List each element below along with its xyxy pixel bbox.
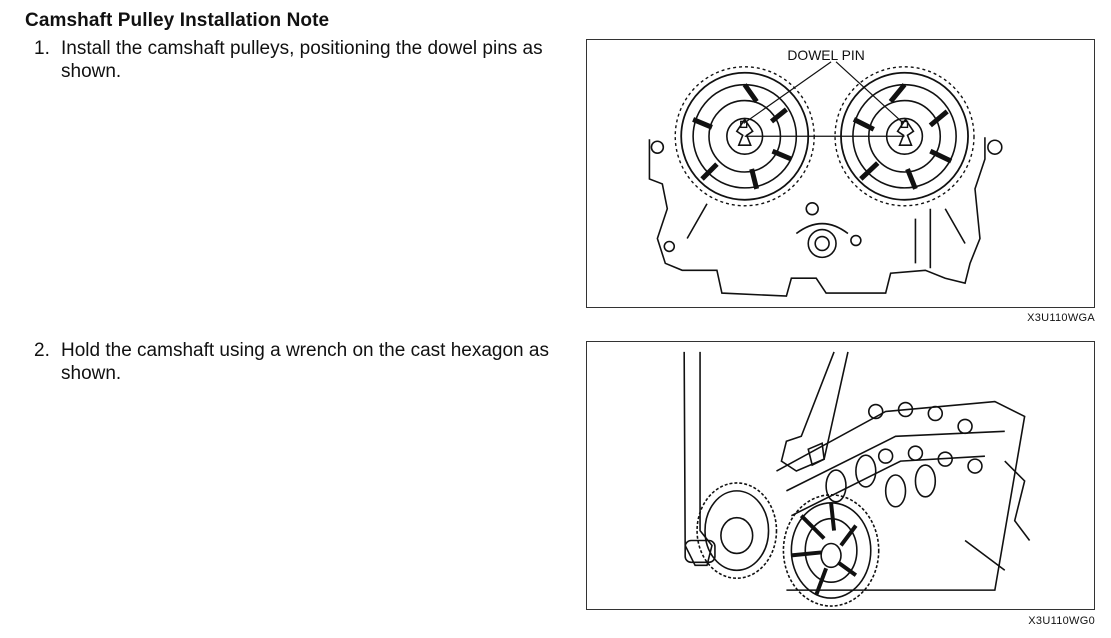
camshaft-pulleys-illustration: DOWEL PIN [648, 47, 1003, 297]
step-2: 2. Hold the camshaft using a wrench on t… [34, 339, 554, 385]
dowel-pin-label: DOWEL PIN [787, 47, 864, 63]
step-2-text: Hold the camshaft using a wrench on the … [61, 340, 549, 384]
wrench-on-camshaft-illustration [683, 351, 1031, 607]
step-1-text: Install the camshaft pulleys, positionin… [61, 38, 543, 82]
figure-1-code: X3U110WGA [1027, 312, 1095, 324]
figure-2-code: X3U110WG0 [1028, 615, 1095, 627]
step-1-number: 1. [34, 38, 50, 59]
wrench-figure [586, 341, 1095, 610]
step-1: 1. Install the camshaft pulleys, positio… [34, 37, 554, 83]
dowel-pin-figure: DOWEL PIN [586, 39, 1095, 308]
page-title: Camshaft Pulley Installation Note [25, 10, 330, 31]
step-2-number: 2. [34, 340, 50, 361]
